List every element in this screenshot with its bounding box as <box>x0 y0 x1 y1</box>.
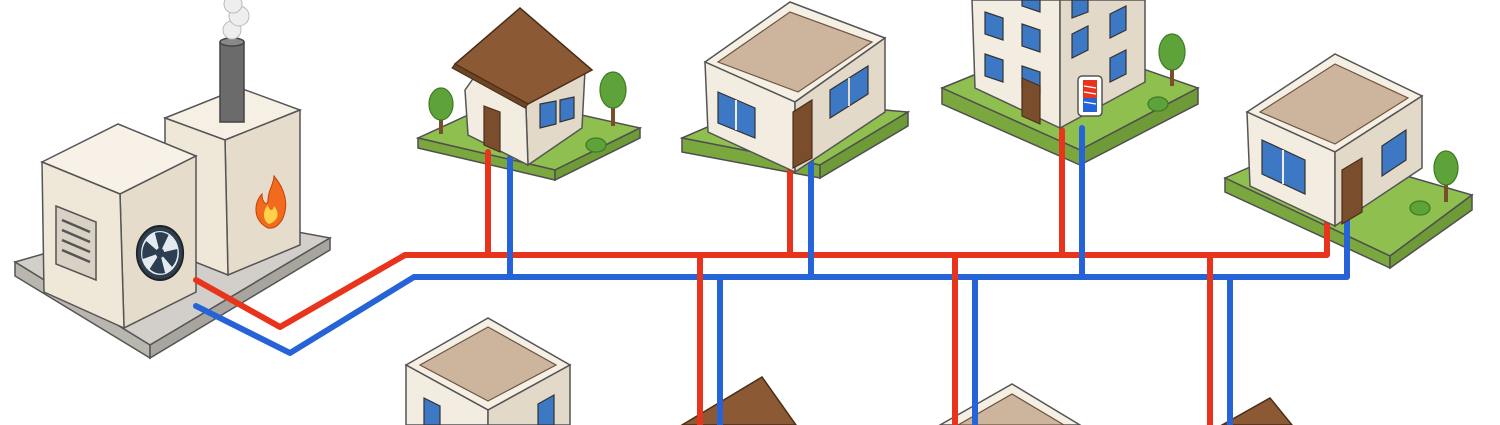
window <box>539 100 557 129</box>
door <box>1021 77 1041 125</box>
hot-water-tank-icon <box>1077 75 1103 117</box>
door <box>483 105 501 153</box>
return-pipe-main <box>193 213 1350 356</box>
fan-icon <box>135 225 185 281</box>
tree-icon <box>1433 150 1459 202</box>
window <box>1381 128 1407 178</box>
window <box>423 397 441 425</box>
apartment-building <box>971 0 1186 130</box>
tree-icon <box>428 87 454 134</box>
window <box>537 393 555 425</box>
tree-icon <box>1158 33 1186 86</box>
flame-icon <box>255 174 287 229</box>
house-flat-roof-lower-2 <box>938 383 1082 425</box>
window <box>559 96 575 123</box>
pipe-network <box>193 125 1350 425</box>
house-flat-roof-lower-left <box>404 317 572 425</box>
door <box>792 98 813 169</box>
house-pitched-roof-lower-2 <box>1220 397 1293 425</box>
heating-plant <box>13 0 333 360</box>
house-flat-roof-2 <box>1245 53 1459 228</box>
bush-icon <box>1409 200 1431 216</box>
bush-icon <box>585 137 607 153</box>
bush-icon <box>1147 96 1169 112</box>
door <box>1341 156 1363 226</box>
house-flat-roof-1 <box>703 1 887 174</box>
chimney <box>219 37 245 123</box>
vent-grille-icon <box>55 204 97 282</box>
house-pitched-roof <box>428 7 627 167</box>
supply-pipe-main <box>193 211 1330 330</box>
tree-icon <box>599 71 627 126</box>
smoke-icon <box>222 0 250 40</box>
window <box>1071 0 1127 83</box>
